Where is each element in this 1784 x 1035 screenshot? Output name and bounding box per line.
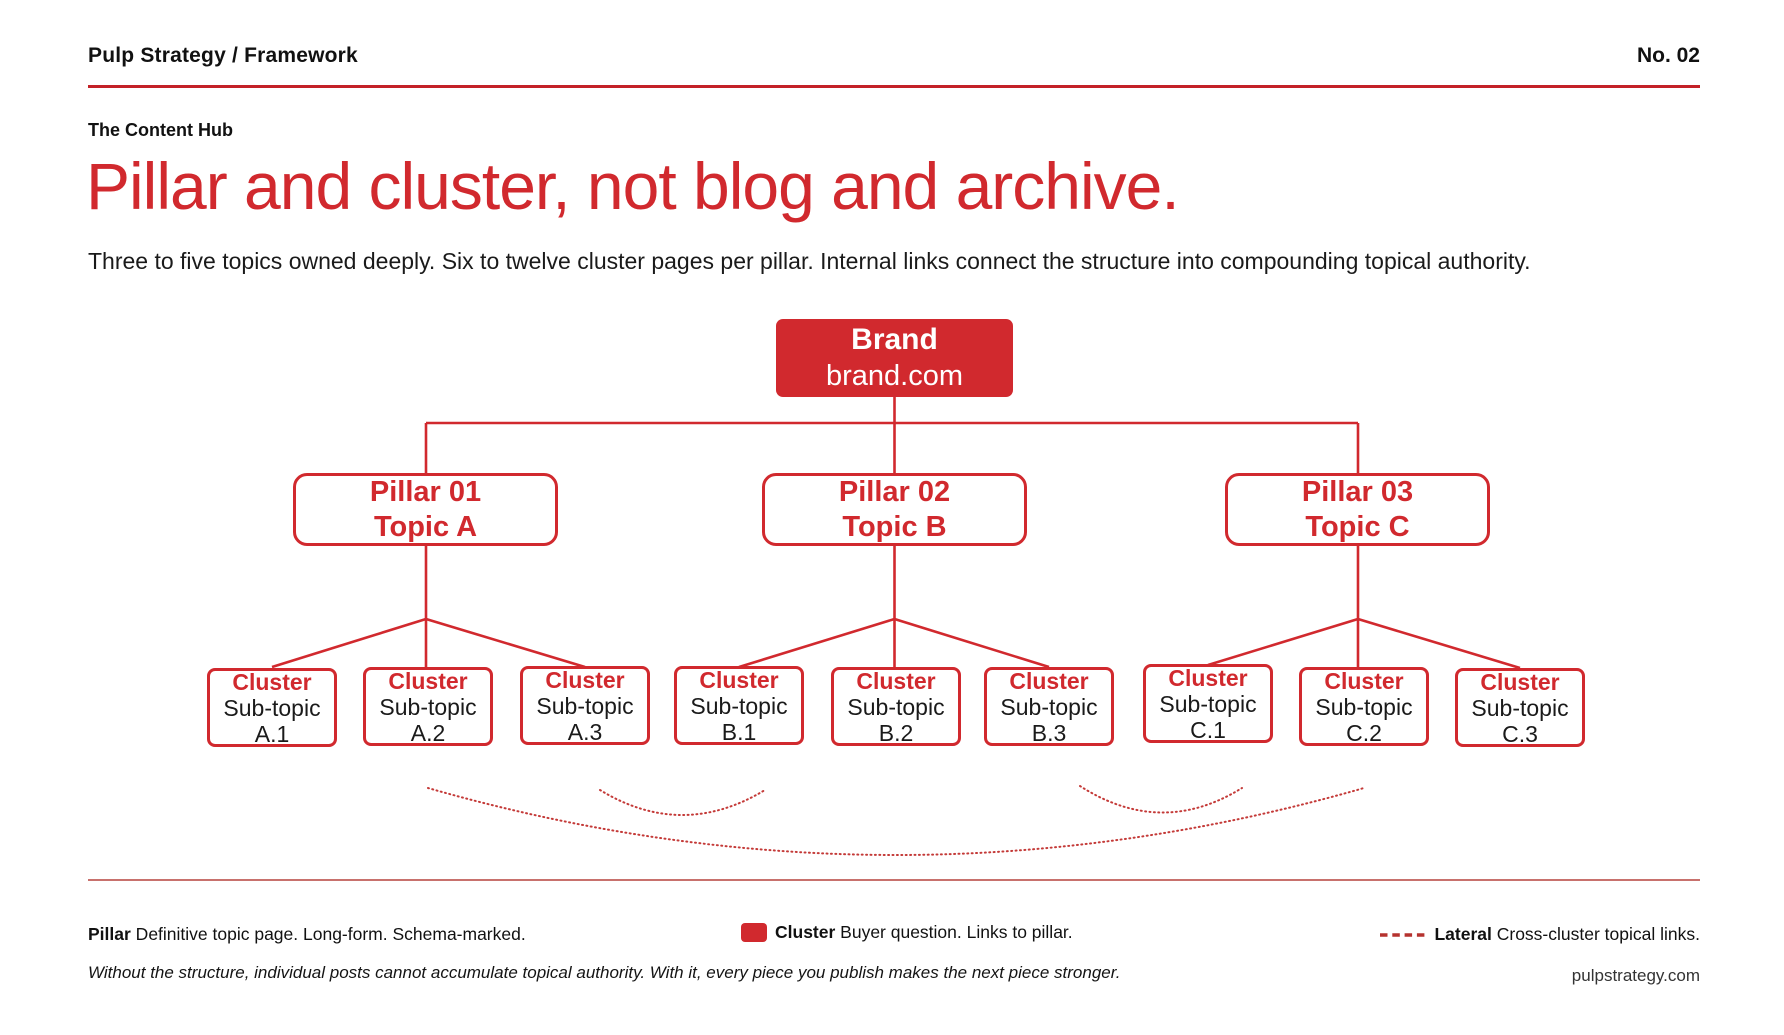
cluster-node-c1: Cluster Sub-topic C.1 — [1143, 664, 1273, 743]
header-rule — [88, 85, 1700, 88]
cluster-c2-label: Cluster — [1324, 667, 1404, 694]
cluster-node-b3: Cluster Sub-topic B.3 — [984, 667, 1114, 746]
cluster-b2-label: Cluster — [856, 667, 936, 694]
cluster-a3-subtopic: Sub-topic — [536, 692, 634, 719]
cluster-c1-subtopic: Sub-topic — [1159, 690, 1257, 717]
cluster-b1-subtopic: Sub-topic — [690, 692, 788, 719]
cluster-c1-label: Cluster — [1168, 664, 1248, 691]
legend-lateral-desc: Cross-cluster topical links. — [1491, 924, 1700, 944]
cluster-b2-id: B.2 — [878, 719, 914, 746]
lateral-arc-b3-c1 — [1079, 785, 1243, 814]
legend-lateral: Lateral Cross-cluster topical links. — [1379, 924, 1700, 945]
cluster-b2-subtopic: Sub-topic — [847, 693, 945, 720]
brand-node-title: Brand — [851, 323, 938, 357]
cluster-a1-label: Cluster — [232, 668, 312, 695]
cluster-a3-id: A.3 — [567, 718, 603, 745]
cluster-node-b2: Cluster Sub-topic B.2 — [831, 667, 961, 746]
cluster-b1-label: Cluster — [699, 666, 779, 693]
section-kicker: The Content Hub — [88, 120, 233, 140]
cluster-node-b1: Cluster Sub-topic B.1 — [674, 666, 804, 745]
pillar-node-1: Pillar 01 Topic A — [293, 473, 558, 546]
cluster-a2-label: Cluster — [388, 667, 468, 694]
pillar-node-2-title: Pillar 02 — [838, 475, 951, 508]
cluster-c3-subtopic: Sub-topic — [1471, 694, 1569, 721]
cluster-c2-subtopic: Sub-topic — [1315, 693, 1413, 720]
cluster-a1-subtopic: Sub-topic — [223, 694, 321, 721]
connector-pillar2-b3 — [894, 617, 1050, 669]
lateral-arc-a2-c2 — [427, 787, 1365, 856]
pillar-node-3-topic: Topic C — [1305, 510, 1410, 543]
lateral-arc-a3-b1 — [599, 789, 766, 816]
cluster-node-a2: Cluster Sub-topic A.2 — [363, 667, 493, 746]
cluster-c2-id: C.2 — [1346, 719, 1382, 746]
cluster-b1-id: B.1 — [721, 718, 757, 745]
cluster-node-a3: Cluster Sub-topic A.3 — [520, 666, 650, 745]
pillar-node-2: Pillar 02 Topic B — [762, 473, 1027, 546]
page-number: No. 02 — [1636, 44, 1700, 67]
brand-node: Brand brand.com — [776, 319, 1013, 397]
connector-pillar3-c1 — [1207, 617, 1359, 667]
cluster-a1-id: A.1 — [254, 720, 290, 747]
cluster-node-a1: Cluster Sub-topic A.1 — [207, 668, 337, 747]
connector-pillar2-b1 — [738, 617, 895, 669]
legend-cluster-desc: Buyer question. Links to pillar. — [835, 922, 1073, 942]
page-subheadline: Three to five topics owned deeply. Six t… — [88, 248, 1531, 274]
cluster-node-c3: Cluster Sub-topic C.3 — [1455, 668, 1585, 747]
legend-cluster: Cluster Buyer question. Links to pillar. — [741, 922, 1073, 943]
legend-lateral-text: Lateral Cross-cluster topical links. — [1434, 924, 1700, 945]
legend-pillar: Pillar Definitive topic page. Long-form.… — [88, 924, 526, 945]
cluster-a3-label: Cluster — [545, 666, 625, 693]
cluster-b3-subtopic: Sub-topic — [1000, 693, 1098, 720]
brand-node-domain: brand.com — [825, 359, 963, 392]
legend-lateral-term: Lateral — [1434, 924, 1492, 944]
connector-pillar1-a3 — [425, 617, 586, 669]
cluster-c1-id: C.1 — [1190, 716, 1226, 743]
site-url[interactable]: pulpstrategy.com — [1571, 966, 1700, 985]
pillar-node-1-title: Pillar 01 — [369, 475, 482, 508]
document-title: Pulp Strategy / Framework — [88, 44, 358, 67]
pillar-node-1-topic: Topic A — [373, 510, 478, 543]
dashed-line-icon — [1380, 932, 1426, 937]
cluster-b3-id: B.3 — [1031, 719, 1067, 746]
legend-cluster-text: Cluster Buyer question. Links to pillar. — [775, 922, 1073, 943]
footnote: Without the structure, individual posts … — [88, 963, 1121, 982]
pillar-node-3: Pillar 03 Topic C — [1225, 473, 1490, 546]
connector-pillar1-a1 — [271, 617, 427, 669]
connector-pillar3-c3 — [1357, 617, 1521, 670]
pillar-node-2-topic: Topic B — [842, 510, 947, 543]
legend-cluster-term: Cluster — [775, 922, 836, 942]
legend-pillar-desc: Definitive topic page. Long-form. Schema… — [130, 924, 526, 944]
cluster-node-c2: Cluster Sub-topic C.2 — [1299, 667, 1429, 746]
cluster-c3-id: C.3 — [1502, 720, 1538, 747]
cluster-b3-label: Cluster — [1009, 667, 1089, 694]
cluster-a2-id: A.2 — [410, 719, 446, 746]
legend-pillar-term: Pillar — [88, 924, 131, 944]
cluster-c3-label: Cluster — [1480, 668, 1560, 695]
page-headline: Pillar and cluster, not blog and archive… — [86, 149, 1180, 223]
cluster-a2-subtopic: Sub-topic — [379, 693, 477, 720]
pillar-node-3-title: Pillar 03 — [1301, 475, 1414, 508]
cluster-swatch-icon — [741, 923, 767, 942]
